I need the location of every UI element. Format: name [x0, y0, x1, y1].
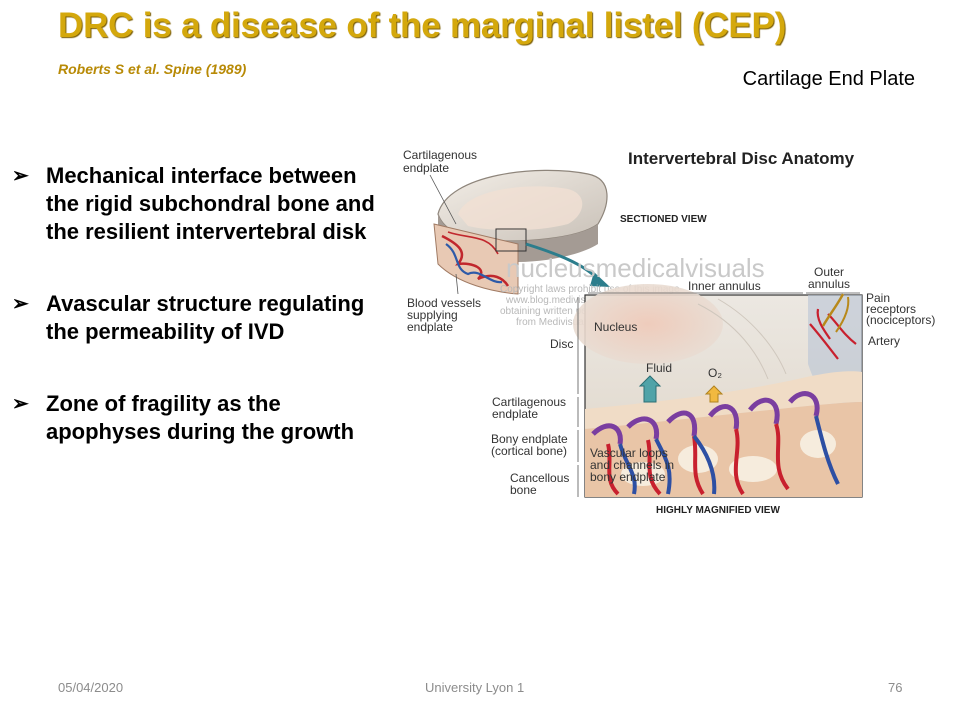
cancellous-bone-label-line1: Cancellous	[510, 471, 569, 485]
vascular-loops-label-line2: and channels in	[590, 458, 674, 472]
footer-page-number: 76	[888, 680, 903, 695]
bullet-text: Zone of fragility as the apophyses durin…	[46, 391, 355, 444]
footer-organization: University Lyon 1	[425, 680, 525, 695]
outer-annulus-label-line1: Outer	[814, 265, 844, 279]
cartilagenous-endplate-label-line1: Cartilagenous	[492, 395, 566, 409]
sectioned-disc	[433, 169, 610, 295]
arrow-bullet-icon: ➢	[12, 293, 29, 315]
cartilagenous-endplate-label-top-line1: Cartilagenous	[403, 148, 477, 162]
bullet-list: ➢ Mechanical interface between the rigid …	[12, 162, 392, 490]
disc-label: Disc	[550, 337, 573, 351]
cartilagenous-endplate-label-line2: endplate	[492, 407, 538, 421]
watermark-line1: Copyright laws prohibit use of this imag…	[500, 284, 680, 295]
slide-title: DRC is a disease of the marginal listel …	[58, 6, 787, 45]
bony-endplate-label-line2: (cortical bone)	[491, 444, 567, 458]
sectioned-view-label: SECTIONED VIEW	[620, 214, 707, 225]
vascular-loops-label-line3: bony endplate	[590, 470, 666, 484]
bullet-text: Avascular structure regulating the perme…	[46, 291, 365, 344]
blood-vessels-label-line1: Blood vessels	[407, 296, 481, 310]
pain-receptors-label-line2: receptors	[866, 302, 916, 316]
magnified-view-label: HIGHLY MAGNIFIED VIEW	[656, 505, 780, 516]
cep-label: Cartilage End Plate	[742, 68, 915, 90]
pain-receptors-label-line3: (nociceptors)	[866, 313, 935, 327]
o2-label: O₂	[708, 366, 722, 380]
watermark-line2: www.blog.medivisuals.com	[505, 295, 626, 306]
watermark-line3: obtaining written permission	[500, 306, 624, 317]
cancellous-bone-label-line2: bone	[510, 483, 537, 497]
bullet-item: ➢ Zone of fragility as the apophyses duri…	[12, 390, 392, 446]
magnified-panel: Fluid O₂ Nucleus Vascular loops and chan…	[573, 284, 863, 498]
footer-date: 05/04/2020	[58, 680, 124, 695]
inner-annulus-label: Inner annulus	[688, 279, 761, 293]
figure-title: Intervertebral Disc Anatomy	[628, 149, 855, 168]
outer-annulus-label-line2: annulus	[808, 277, 850, 291]
pain-receptors-label-line1: Pain	[866, 291, 890, 305]
disc-anatomy-illustration: Intervertebral Disc Anatomy SECTIONED VI…	[403, 148, 935, 516]
vascular-loops-label-line1: Vascular loops	[590, 446, 668, 460]
cartilagenous-endplate-label-top-line2: endplate	[403, 161, 449, 175]
bullet-item: ➢ Avascular structure regulating the perm…	[12, 290, 392, 346]
bony-endplate-label-line1: Bony endplate	[491, 432, 568, 446]
blood-vessels-label-line2: supplying	[407, 308, 458, 322]
slide-subtitle: Roberts S et al. Spine (1989)	[58, 61, 247, 77]
artery-label: Artery	[868, 334, 900, 348]
fluid-label: Fluid	[646, 361, 672, 375]
disc-anatomy-figure: Intervertebral Disc Anatomy SECTIONED VI…	[398, 144, 950, 522]
arrow-bullet-icon: ➢	[12, 165, 29, 187]
blood-vessels-label-line3: endplate	[407, 320, 453, 334]
watermark-logo: nucleusmedicalvisuals	[506, 253, 765, 283]
arrow-bullet-icon: ➢	[12, 393, 29, 415]
bullet-text: Mechanical interface between the rigid s…	[46, 163, 375, 244]
watermark-line4: from Medivisuals	[516, 317, 591, 328]
bullet-item: ➢ Mechanical interface between the rigid …	[12, 162, 392, 246]
nucleus-label: Nucleus	[594, 320, 637, 334]
